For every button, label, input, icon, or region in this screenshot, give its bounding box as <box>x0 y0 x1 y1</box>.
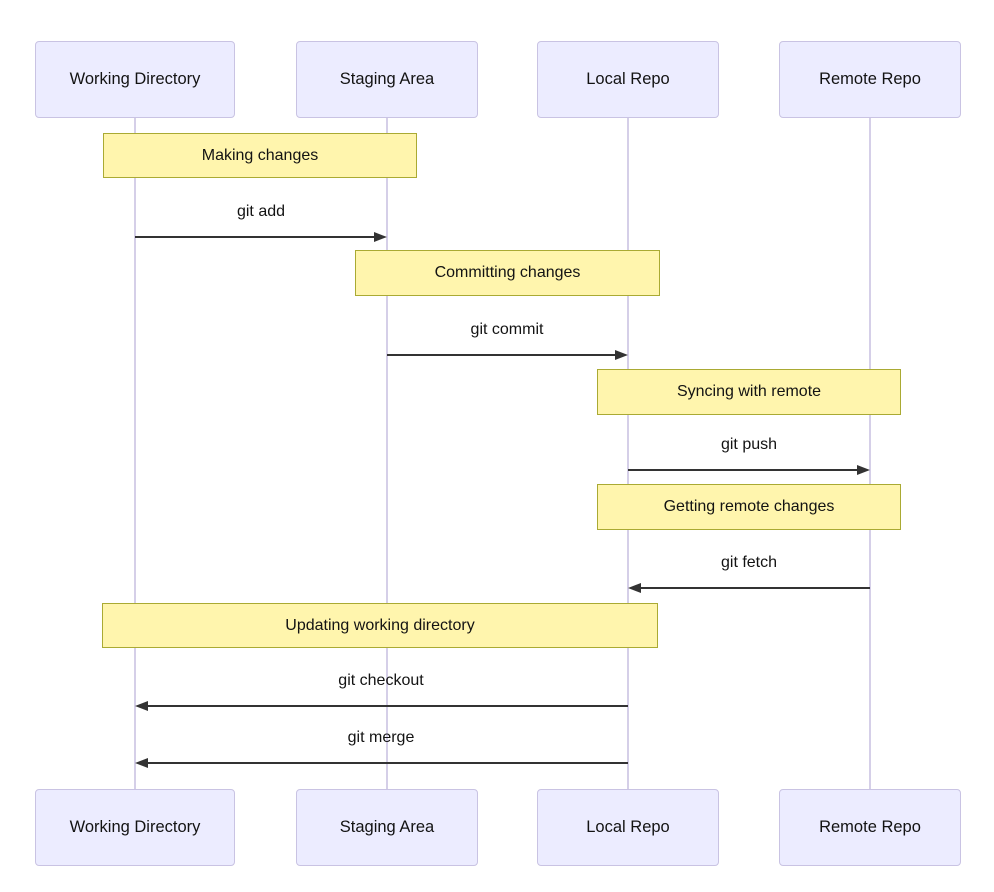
actor-staging-area-top: Staging Area <box>296 41 478 118</box>
note-syncing-with-remote: Syncing with remote <box>597 369 901 415</box>
arrowhead-right-icon <box>615 350 628 360</box>
message-git-add-line <box>135 236 377 238</box>
actor-staging-area-bottom: Staging Area <box>296 789 478 866</box>
arrowhead-left-icon <box>628 583 641 593</box>
lifeline-local-repo <box>627 118 629 790</box>
message-git-commit-label: git commit <box>470 321 544 338</box>
message-git-merge-label: git merge <box>347 729 415 746</box>
note-updating-working-directory: Updating working directory <box>102 603 658 648</box>
message-git-add-label: git add <box>236 203 286 220</box>
lifeline-staging-area <box>386 118 388 790</box>
note-making-changes: Making changes <box>103 133 417 178</box>
message-git-push-line <box>628 469 860 471</box>
actor-local-repo-bottom: Local Repo <box>537 789 719 866</box>
message-git-fetch-label: git fetch <box>720 554 778 571</box>
message-git-fetch-line <box>640 587 870 589</box>
actor-remote-repo-top: Remote Repo <box>779 41 961 118</box>
arrowhead-right-icon <box>857 465 870 475</box>
actor-working-directory-bottom: Working Directory <box>35 789 235 866</box>
message-git-push-label: git push <box>720 436 778 453</box>
lifeline-working-directory <box>134 118 136 790</box>
note-committing-changes: Committing changes <box>355 250 660 296</box>
message-git-merge-line <box>147 762 628 764</box>
message-git-checkout-label: git checkout <box>338 672 424 689</box>
actor-local-repo-top: Local Repo <box>537 41 719 118</box>
arrowhead-right-icon <box>374 232 387 242</box>
actor-remote-repo-bottom: Remote Repo <box>779 789 961 866</box>
actor-working-directory-top: Working Directory <box>35 41 235 118</box>
message-git-commit-line <box>387 354 618 356</box>
note-getting-remote-changes: Getting remote changes <box>597 484 901 530</box>
arrowhead-left-icon <box>135 701 148 711</box>
message-git-checkout-line <box>147 705 628 707</box>
lifeline-remote-repo <box>869 118 871 790</box>
arrowhead-left-icon <box>135 758 148 768</box>
